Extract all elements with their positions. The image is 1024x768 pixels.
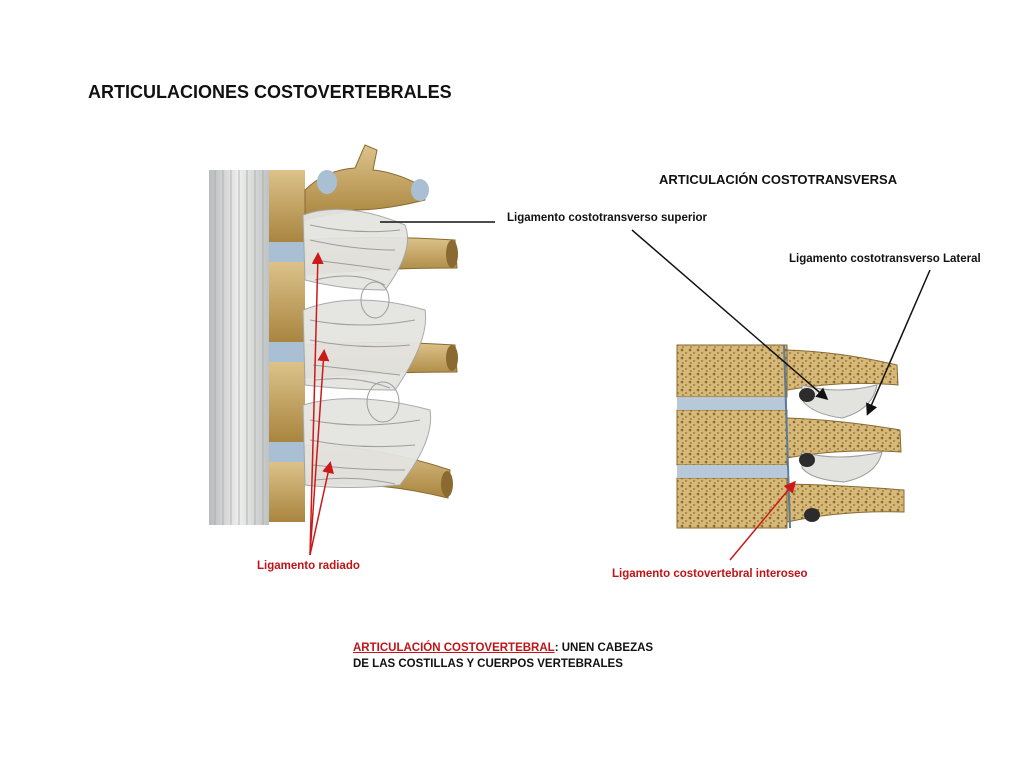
costotransverse-subtitle: ARTICULACIÓN COSTOTRANSVERSA	[659, 172, 898, 187]
label-costotransverso-lateral: Ligamento costotransverso Lateral	[789, 253, 981, 265]
note-line1-rest: : UNEN CABEZAS	[554, 642, 654, 654]
note-line2: DE LAS COSTILLAS Y CUERPOS VERTEBRALES	[353, 658, 623, 670]
costovertebral-joint-illustration	[209, 144, 458, 525]
costotransverse-section-illustration	[676, 344, 905, 529]
page-title: ARTICULACIONES COSTOVERTEBRALES	[88, 82, 452, 102]
note-highlight: ARTICULACIÓN COSTOVERTEBRAL	[353, 642, 555, 654]
label-costovertebral-interoseo: Ligamento costovertebral interoseo	[612, 568, 808, 580]
label-radiado: Ligamento radiado	[257, 560, 360, 572]
footer-note: ARTICULACIÓN COSTOVERTEBRAL: UNEN CABEZA…	[353, 640, 653, 672]
label-costotransverso-superior: Ligamento costotransverso superior	[507, 212, 708, 224]
